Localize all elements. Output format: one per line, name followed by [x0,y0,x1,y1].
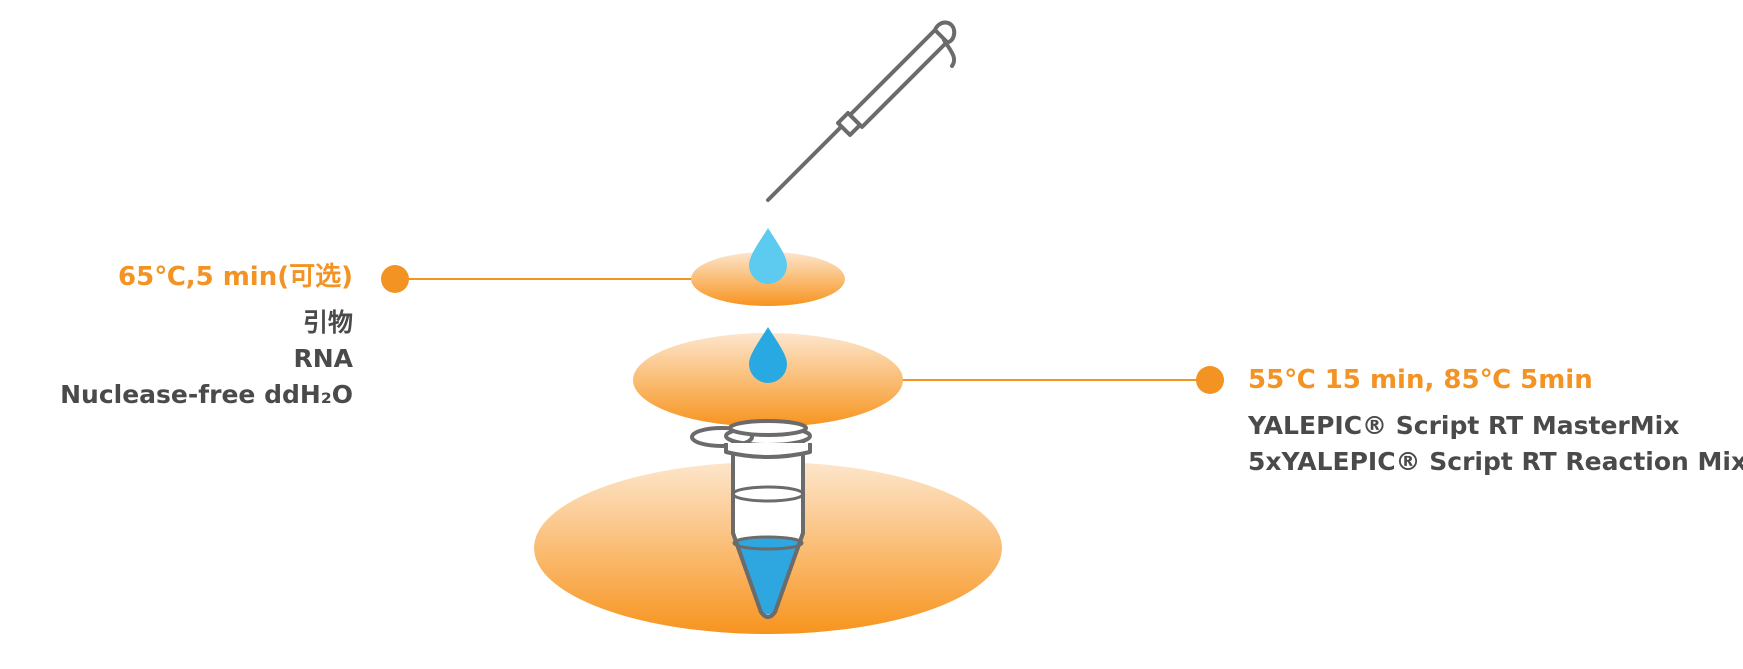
droplet-icon [749,228,787,284]
right-connector-dot [1196,366,1224,394]
right-step-title: 55℃ 15 min, 85℃ 5min [1248,365,1593,395]
left-step-title: 65℃,5 min(可选) [118,262,353,292]
tube-cap [690,426,754,448]
microcentrifuge-tube-icon [690,419,812,619]
right-reagent-reaction-mix: 5xYALEPIC® Script RT Reaction Mix [1248,447,1743,476]
left-connector-dot [381,265,409,293]
left-reagent-water: Nuclease-free ddH₂O [60,380,353,409]
right-reagent-mastermix: YALEPIC® Script RT MasterMix [1248,411,1680,440]
left-step-labels: 65℃,5 min(可选) 引物 RNA Nuclease-free ddH₂O [60,264,353,418]
left-reagent-primer: 引物 [302,308,353,337]
droplet-icon [749,327,787,383]
pipette-icon [766,20,957,202]
tube-liquid [735,543,801,615]
right-step-labels: 55℃ 15 min, 85℃ 5min YALEPIC® Script RT … [1248,367,1743,485]
left-reagent-rna: RNA [293,344,353,373]
